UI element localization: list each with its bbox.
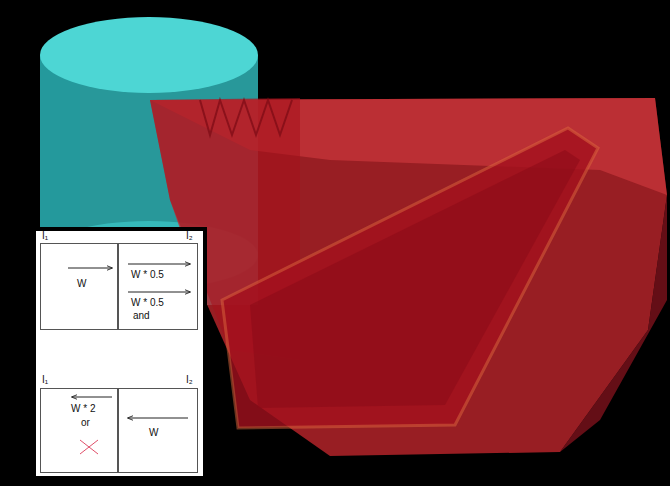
terminal-label: I₁: [42, 230, 48, 241]
cell-text: W * 0.5: [131, 269, 164, 280]
red-body: [150, 98, 667, 456]
diagram-cell: W: [40, 243, 118, 330]
arrow: [128, 264, 190, 265]
diagram-cell: W * 2 or: [40, 388, 118, 473]
cell-text: W: [77, 278, 86, 289]
cell-text: W: [149, 427, 158, 438]
cell-text: W * 2: [71, 403, 95, 414]
arrow: [128, 292, 190, 293]
cross-mark: [80, 440, 98, 454]
cylinder-top: [40, 17, 258, 93]
arrow: [68, 268, 112, 269]
cell-text: W * 0.5: [131, 297, 164, 308]
zigzag: [200, 100, 292, 135]
red-side-face: [560, 195, 667, 452]
inner-plate: [222, 128, 598, 428]
arrow: [72, 397, 112, 398]
terminal-label: I₂: [186, 374, 193, 385]
inner-plate-face: [250, 150, 580, 408]
terminal-label: I₁: [42, 374, 48, 385]
cell-text: and: [133, 310, 150, 321]
diagram-cell: W * 0.5 W * 0.5 and: [118, 243, 198, 330]
diagram-cell: W: [118, 388, 198, 473]
cross-mark: [80, 440, 98, 454]
inset-frame: [34, 229, 205, 478]
arrow: [128, 418, 188, 419]
cell-text: or: [81, 417, 90, 428]
terminal-label: I₂: [186, 230, 193, 241]
